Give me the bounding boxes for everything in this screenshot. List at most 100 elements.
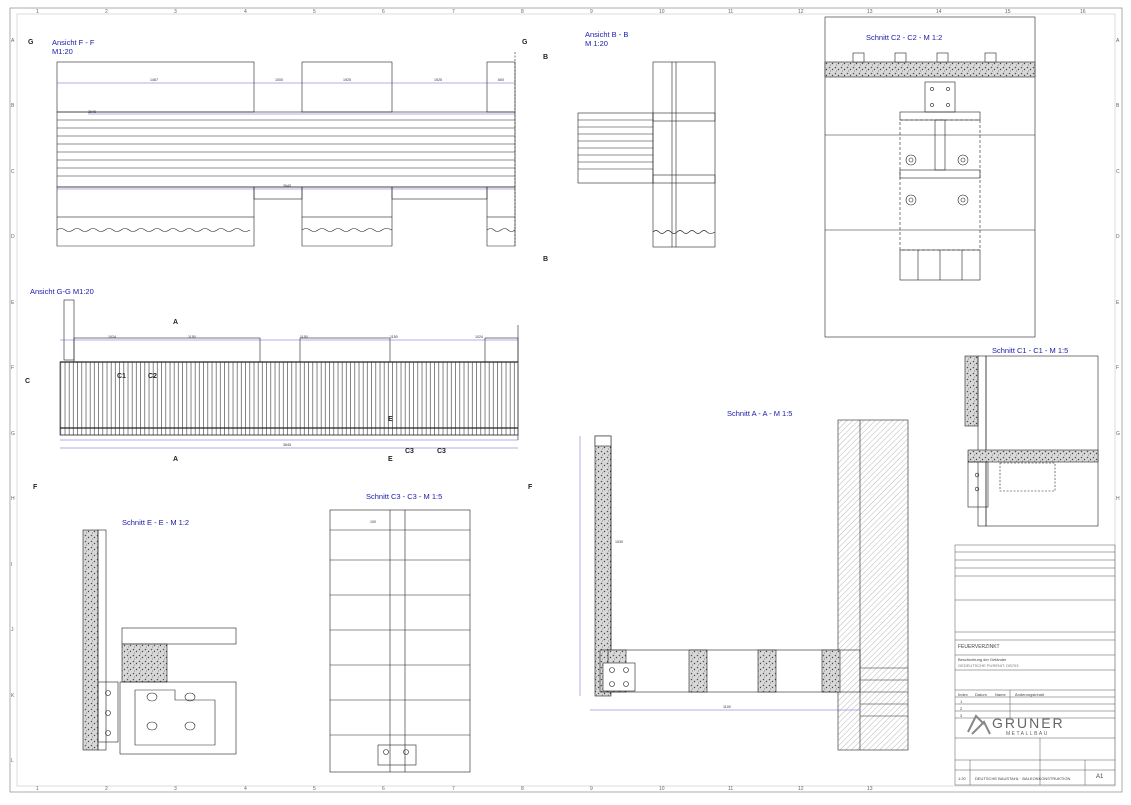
dim-aa-height: 1030 xyxy=(615,540,623,544)
section-c1 xyxy=(964,355,1099,527)
grid-row-r-e: E xyxy=(1116,300,1120,306)
tb-project: DEUTSCHE BAUSTAHL · BALKONKONSTRUKTION xyxy=(975,776,1071,781)
dim-gg-3: 1150 xyxy=(300,335,308,339)
view-g-g xyxy=(59,299,519,440)
grid-col-b-6: 6 xyxy=(382,786,385,792)
grid-row-r-d: D xyxy=(1116,234,1120,240)
company-name: GRUNER xyxy=(992,715,1065,731)
marker-c3-a: C3 xyxy=(405,448,414,455)
grid-col-11: 11 xyxy=(728,9,734,15)
grid-col-16: 16 xyxy=(1080,9,1086,15)
grid-row-r-g: G xyxy=(1116,431,1120,437)
sheet-border xyxy=(9,7,1123,793)
marker-f-right: F xyxy=(528,484,533,491)
section-c2 xyxy=(824,16,1036,338)
marker-c3-b: C3 xyxy=(437,448,446,455)
tb-scale: 1:20 xyxy=(958,776,966,781)
grid-col-b-4: 4 xyxy=(244,786,247,792)
grid-col-b-3: 3 xyxy=(174,786,177,792)
section-c1-title: Schnitt C1 - C1 - M 1:5 xyxy=(992,346,1069,355)
tb-rev-row-1: 1 xyxy=(960,699,963,704)
dim-ff-level: 3645 xyxy=(88,110,96,114)
grid-col-2: 2 xyxy=(105,9,108,15)
grid-col-15: 15 xyxy=(1005,9,1011,15)
marker-c1: C1 xyxy=(117,373,126,380)
tb-coat-label: Beschichtung der Geländer xyxy=(958,657,1007,662)
grid-col-6: 6 xyxy=(382,9,385,15)
grid-row-c: C xyxy=(11,169,15,175)
view-b-b-title: Ansicht B - B xyxy=(585,30,629,39)
company-subtitle: METALLBAU xyxy=(1006,731,1049,737)
grid-row-r-f: F xyxy=(1116,365,1120,371)
grid-col-b-11: 11 xyxy=(728,786,734,792)
marker-f-left: F xyxy=(33,484,38,491)
grid-col-3: 3 xyxy=(174,9,177,15)
dim-gg-total: 3645 xyxy=(283,443,291,447)
gruner-logo-mark xyxy=(967,714,991,735)
grid-row-l: L xyxy=(11,758,14,764)
grid-col-b-5: 5 xyxy=(313,786,316,792)
grid-row-a: A xyxy=(11,38,15,44)
marker-c-left: C xyxy=(25,378,31,385)
section-c3 xyxy=(329,509,471,773)
tb-rev-date: Datum xyxy=(975,692,987,697)
grid-row-r-b: B xyxy=(1116,103,1120,109)
grid-col-9: 9 xyxy=(590,9,593,15)
grid-col-b-1: 1 xyxy=(36,786,39,792)
grid-row-d: D xyxy=(11,234,15,240)
dim-ff-overall: 3645 xyxy=(283,184,291,188)
grid-col-14: 14 xyxy=(936,9,942,15)
grid-row-b: B xyxy=(11,103,15,109)
dim-ff-2: 1000 xyxy=(275,78,283,82)
view-b-b xyxy=(577,61,716,248)
grid-row-k: K xyxy=(11,693,15,699)
view-f-f xyxy=(56,52,516,247)
grid-row-r-h: H xyxy=(1116,496,1120,502)
dim-aa-total: 1100 xyxy=(723,705,731,709)
tb-rev-name: Name xyxy=(995,692,1006,697)
dim-gg-1: 1024 xyxy=(108,335,116,339)
grid-col-b-9: 9 xyxy=(590,786,593,792)
dim-c3-spacing: 100 xyxy=(370,520,376,524)
view-f-f-dims xyxy=(57,82,515,190)
grid-col-5: 5 xyxy=(313,9,316,15)
marker-b-bottom: B xyxy=(543,256,549,263)
grid-row-g: G xyxy=(11,431,15,437)
marker-g-right: G xyxy=(522,39,528,46)
grid-col-13: 13 xyxy=(867,9,873,15)
tb-fire: FEUERVERZINKT xyxy=(958,644,1000,650)
view-f-f-scale: M1:20 xyxy=(52,47,73,56)
tb-rev-row-3: 3 xyxy=(960,713,963,718)
grid-row-f: F xyxy=(11,365,15,371)
marker-e-bottom: E xyxy=(388,456,393,463)
grid-col-8: 8 xyxy=(521,9,524,15)
view-b-b-scale: M 1:20 xyxy=(585,39,608,48)
view-g-g-title: Ansicht G-G M1:20 xyxy=(30,287,94,296)
grid-row-h: H xyxy=(11,496,15,502)
section-e-e-title: Schnitt E - E - M 1:2 xyxy=(122,518,190,527)
dim-gg-2: 1150 xyxy=(188,335,196,339)
view-f-f-title: Ansicht F - F xyxy=(52,38,95,47)
grid-row-i: I xyxy=(11,562,13,568)
dim-ff-3: 1925 xyxy=(343,78,351,82)
marker-c2: C2 xyxy=(148,373,157,380)
grid-col-b-12: 12 xyxy=(798,786,804,792)
grid-col-7: 7 xyxy=(452,9,455,15)
tb-rev-index: Index xyxy=(958,692,968,697)
grid-row-r-a: A xyxy=(1116,38,1120,44)
marker-e-mid: E xyxy=(388,416,393,423)
dim-gg-4: 1150 xyxy=(390,335,398,339)
title-block xyxy=(954,544,1116,786)
tb-coat-value: GEDEUTSCHE PURENIT, DB703 xyxy=(958,663,1019,668)
grid-col-12: 12 xyxy=(798,9,804,15)
grid-col-b-8: 8 xyxy=(521,786,524,792)
grid-row-j: J xyxy=(11,627,14,633)
section-a-a xyxy=(594,419,909,751)
grid-col-10: 10 xyxy=(659,9,665,15)
dim-ff-5: 600 xyxy=(498,78,504,82)
dim-gg-5: 1024 xyxy=(475,335,483,339)
section-a-a-dims xyxy=(579,436,860,711)
marker-a-bottom: A xyxy=(173,456,179,463)
grid-row-r-c: C xyxy=(1116,169,1120,175)
